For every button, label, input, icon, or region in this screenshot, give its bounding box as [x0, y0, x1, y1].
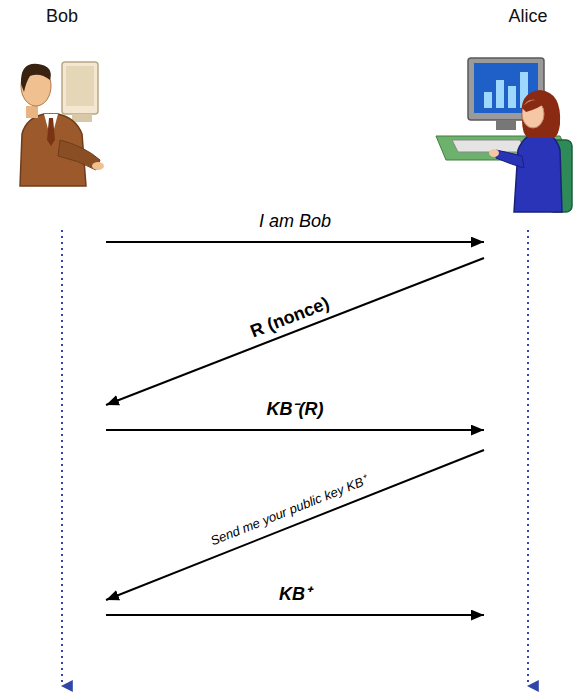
actor-lane: Alice [484, 6, 572, 690]
top [514, 132, 562, 212]
fringe [522, 100, 546, 112]
message-arrow [106, 429, 484, 431]
keyboard [452, 140, 526, 152]
message-label: I am Bob [259, 212, 331, 232]
hand [92, 162, 104, 170]
message-arrow [106, 450, 484, 600]
hair [521, 90, 560, 138]
message-arrow [106, 614, 484, 616]
monitor-stand [72, 114, 92, 122]
screen [66, 66, 94, 106]
chart-bar [496, 80, 504, 108]
actor-name: Bob [18, 6, 106, 27]
actor-name: Alice [484, 6, 572, 27]
alice-figure [436, 58, 572, 212]
hand [489, 149, 499, 157]
message-label: KB⁺ [279, 585, 311, 605]
monitor-stand [496, 120, 516, 130]
message-label: KB⁻(R) [267, 400, 324, 420]
message-arrow [106, 241, 484, 243]
message-label: Send me your public key KB⁺ [209, 474, 370, 549]
actor-lane: Bob [18, 6, 106, 690]
lifeline [527, 230, 529, 686]
chart-bar [508, 86, 516, 108]
chart-bar [484, 92, 492, 108]
tie [47, 118, 55, 146]
monitor [62, 62, 98, 114]
lifeline [61, 230, 63, 686]
neck [26, 106, 38, 118]
arm [496, 150, 524, 168]
hair [21, 64, 51, 92]
bob-figure [20, 62, 104, 186]
message-arrow [106, 258, 484, 405]
